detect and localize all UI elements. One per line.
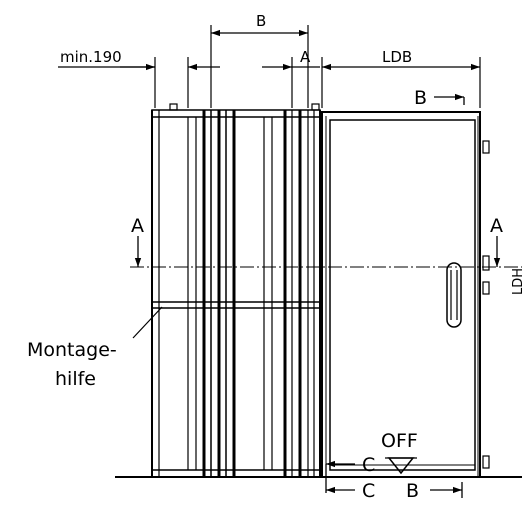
label-section-b-bottom: B [406, 480, 419, 501]
section-arrows [325, 93, 465, 498]
label-ldb: LDB [382, 48, 412, 66]
door-outer-frame [321, 111, 481, 478]
montage-leader-line [132, 306, 163, 339]
label-montage-line1: Montage- [27, 339, 117, 361]
label-section-c-lower: C [362, 480, 375, 501]
label-ldh-partial: LDH [511, 268, 522, 295]
label-off: OFF [381, 430, 418, 452]
label-section-c-upper: C [362, 454, 375, 476]
label-montage-line2: hilfe [55, 368, 96, 390]
label-section-b-top: B [414, 87, 427, 109]
label-section-a-right: A [490, 215, 503, 237]
label-dim-a: A [300, 48, 311, 66]
montage-frame [151, 103, 321, 478]
label-section-a-left: A [131, 215, 144, 237]
door-leaf [329, 119, 476, 471]
dimension-lines [58, 25, 481, 108]
label-dim-b: B [256, 12, 266, 30]
door-handle [446, 262, 462, 328]
label-min-190: min.190 [60, 48, 122, 66]
section-line-a [130, 236, 522, 268]
door [321, 111, 490, 478]
